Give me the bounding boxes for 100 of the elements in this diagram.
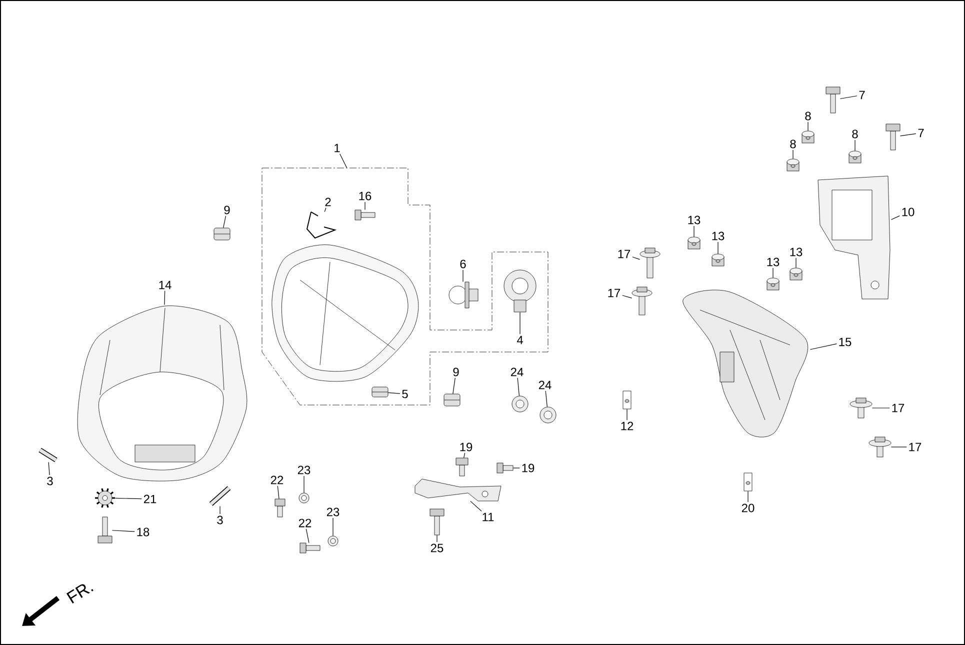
callout-number: 19: [460, 442, 472, 452]
leader-line: [900, 133, 916, 136]
bolt-drawing: [456, 458, 468, 476]
grommet: [786, 158, 800, 172]
callout-number: 22: [298, 518, 312, 528]
callout-number: 24: [538, 380, 552, 390]
leader-line: [470, 500, 482, 512]
flange-bolt-drawing: [850, 398, 872, 418]
nut: [372, 386, 388, 398]
callout-number: 2: [325, 198, 331, 206]
leader-line: [890, 446, 907, 448]
callout-number: 9: [453, 368, 459, 376]
bolt-drawing: [274, 498, 286, 518]
callout-number: 5: [402, 390, 408, 398]
leader-line: [854, 140, 856, 152]
leader-line: [48, 462, 50, 476]
callout-number: 12: [621, 422, 634, 430]
washer: [328, 536, 338, 546]
wire-clip: [306, 212, 337, 239]
leader-line: [436, 534, 438, 542]
leader-line: [114, 498, 142, 500]
callout-number: 8: [805, 112, 811, 120]
screw-drawing: [496, 462, 514, 474]
leader-line: [388, 392, 400, 394]
callout-number: 13: [767, 258, 780, 266]
grommet: [790, 268, 802, 280]
callout-number: 11: [482, 512, 494, 522]
callout-number: 3: [47, 476, 53, 486]
callout-number: 17: [608, 288, 620, 298]
leader-line: [324, 208, 326, 212]
leader-line: [517, 378, 520, 396]
callout-number: 3: [217, 516, 223, 524]
flange-bolt-drawing: [640, 248, 660, 278]
callout-number: 24: [510, 368, 524, 376]
callout-number: 22: [270, 476, 284, 484]
leader-line: [810, 344, 837, 350]
leader-line: [164, 290, 166, 306]
washer: [540, 406, 556, 424]
leader-line: [632, 256, 640, 260]
rubber-block: [622, 390, 632, 410]
leader-line: [223, 216, 226, 228]
callout-number: 17: [909, 442, 922, 452]
leader-line: [332, 518, 334, 536]
bracket-plate-drawing: [414, 478, 502, 502]
leader-line: [890, 216, 900, 220]
direction-label: FR.: [66, 584, 94, 604]
callout-number: 14: [159, 280, 172, 290]
callout-number: 9: [224, 206, 230, 214]
nut: [214, 228, 230, 240]
washer: [512, 396, 528, 412]
callout-number: 8: [790, 140, 796, 148]
bolt-drawing: [430, 508, 444, 536]
leader-line: [840, 96, 858, 100]
leader-line: [452, 378, 456, 394]
leader-line: [545, 390, 548, 408]
leader-line: [792, 150, 794, 160]
callout-number: 18: [137, 528, 150, 536]
grommet: [802, 130, 814, 144]
callout-number: 13: [712, 232, 724, 240]
grommet: [848, 150, 862, 164]
callout-number: 7: [859, 90, 865, 100]
bolt-drawing: [886, 124, 900, 150]
bulb-socket-drawing: [504, 270, 536, 312]
callout-number: 10: [902, 208, 914, 216]
callout-number: 15: [839, 338, 852, 346]
leader-line: [464, 452, 466, 458]
leader-line: [364, 202, 366, 210]
callout-number: 7: [918, 128, 924, 138]
toothed-washer-drawing: [94, 488, 116, 508]
callout-number: 21: [144, 494, 156, 504]
headlight-cowl-drawing: [77, 306, 248, 482]
screw-drawing: [300, 542, 320, 554]
callout-number: 19: [522, 464, 534, 472]
leader-line: [112, 530, 135, 532]
flange-bolt-drawing: [868, 436, 892, 458]
callout-number: 8: [852, 130, 858, 138]
leader-line: [277, 486, 280, 500]
pin-drawing: [209, 486, 231, 506]
callout-number: 20: [742, 504, 754, 512]
nut: [444, 394, 460, 406]
callout-number: 25: [430, 544, 444, 552]
leader-line: [626, 408, 628, 420]
callout-number: 23: [298, 466, 310, 474]
pin-drawing: [38, 448, 58, 462]
leader-line: [622, 295, 632, 298]
callout-number: 1: [334, 144, 340, 152]
grommet: [688, 236, 700, 250]
bulb-drawing: [448, 282, 478, 308]
leader-line: [340, 154, 348, 168]
rubber-block: [744, 472, 752, 492]
grommet: [712, 254, 724, 266]
mounting-frame-drawing: [818, 176, 890, 300]
callout-number: 13: [790, 248, 802, 256]
grommet: [766, 278, 780, 290]
callout-number: 23: [326, 508, 340, 516]
callout-number: 13: [688, 216, 700, 224]
callout-number: 4: [516, 336, 523, 344]
callout-number: 17: [618, 250, 630, 258]
callout-number: 6: [460, 260, 466, 268]
callout-number: 17: [892, 404, 904, 412]
